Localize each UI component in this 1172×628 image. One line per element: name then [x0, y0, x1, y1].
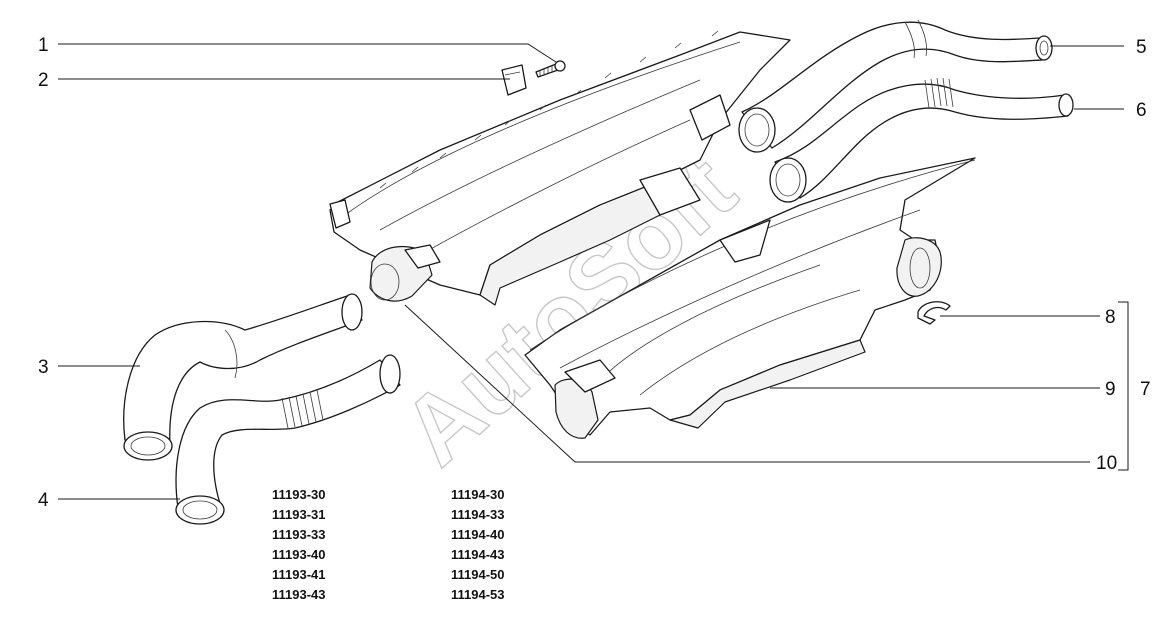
callout-3: 3	[38, 357, 49, 378]
air-tube-5	[738, 19, 1053, 153]
upper-duct-housing	[329, 30, 791, 306]
code-left: 11193-30	[272, 487, 326, 502]
code-right: 11194-40	[451, 527, 505, 542]
lower-duct-housing	[524, 157, 976, 439]
code-right: 11194-30	[451, 487, 505, 502]
screw-part-1	[535, 60, 566, 78]
air-tube-4	[175, 354, 401, 525]
code-left: 11193-41	[272, 567, 326, 582]
code-right: 11194-53	[451, 587, 505, 602]
callout-4: 4	[38, 490, 49, 511]
code-list-right: 11194-30 11194-33 11194-40 11194-43 1119…	[451, 487, 505, 602]
clip-part-8	[917, 301, 951, 325]
callout-5: 5	[1136, 37, 1147, 58]
clip-part-2	[501, 64, 527, 96]
callout-6: 6	[1136, 100, 1147, 121]
air-tube-3	[123, 293, 363, 461]
code-right: 11194-43	[451, 547, 505, 562]
code-list-left: 11193-30 11193-31 11193-33 11193-40 1119…	[272, 487, 326, 602]
code-left: 11193-40	[272, 547, 326, 562]
code-left: 11193-33	[272, 527, 326, 542]
callout-7: 7	[1140, 379, 1151, 400]
code-right: 11194-50	[451, 567, 505, 582]
callout-8: 8	[1105, 307, 1116, 328]
callout-9: 9	[1105, 379, 1116, 400]
code-right: 11194-33	[451, 507, 505, 522]
code-left: 11193-43	[272, 587, 326, 602]
callout-10: 10	[1096, 453, 1117, 474]
callout-2: 2	[38, 70, 49, 91]
callout-1: 1	[38, 35, 49, 56]
leader-lines	[58, 43, 1129, 500]
air-tube-6	[769, 77, 1074, 203]
code-left: 11193-31	[272, 507, 326, 522]
